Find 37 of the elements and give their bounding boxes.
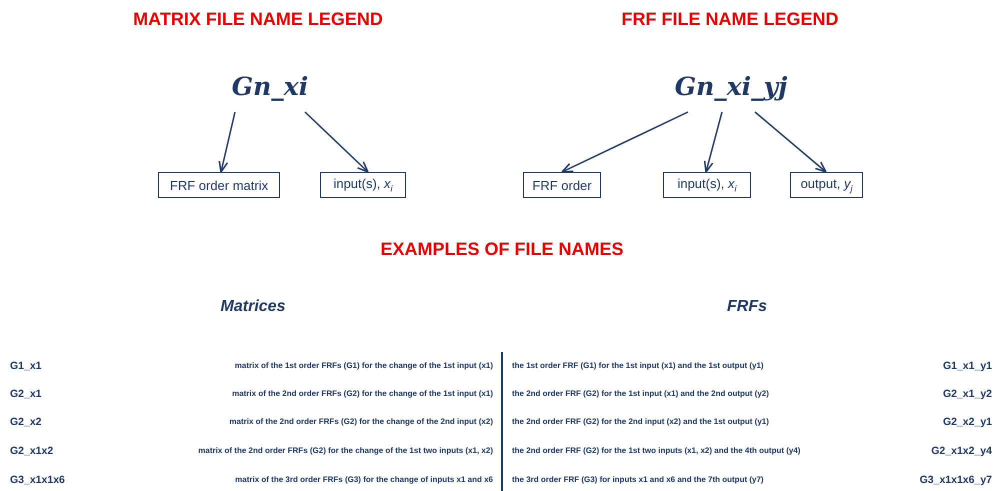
arrow	[304, 111, 369, 173]
arrow	[704, 112, 723, 173]
file-name-description: matrix of the 2nd order FRFs (G2) for the change of the 2nd input (x2)	[229, 417, 493, 426]
file-name-description: the 2nd order FRF (G2) for the 1st input (x1) and the 2nd output (y2)	[512, 389, 769, 398]
legend-part-box: output, y$_{j}$	[790, 172, 863, 198]
legend-part-box: input(s), x$_{i}$	[663, 172, 751, 198]
file-name: G2_x1	[10, 388, 42, 400]
column-heading: FRFs	[727, 298, 767, 316]
file-name-description: matrix of the 1st order FRFs (G1) for the change of the 1st input (x1)	[234, 361, 493, 370]
file-name: G2_x2_y1	[942, 416, 992, 428]
arrow	[561, 111, 688, 173]
legend-part-box: FRF order matrix	[158, 172, 280, 198]
column-heading: Matrices	[220, 298, 286, 316]
file-name-description: matrix of the 3rd order FRFs (G3) for the change of inputs x1 and x6	[235, 475, 493, 484]
file-name-description: the 2nd order FRF (G2) for the 2nd input (x2) and the 1st output (y1)	[512, 417, 769, 426]
legend-part-box: FRF order	[523, 172, 601, 198]
file-name: G2_x1x2	[10, 445, 54, 457]
file-name-description: the 1st order FRF (G1) for the 1st input (x1) and the 1st output (y1)	[512, 361, 764, 370]
file-name: G3_x1x1x6_y7	[920, 474, 992, 486]
section-heading: MATRIX FILE NAME LEGEND	[133, 9, 383, 30]
arrow	[754, 111, 827, 173]
file-name-description: matrix of the 2nd order FRFs (G2) for the change of the 1st two inputs (x1, x2)	[198, 446, 493, 455]
file-name: G1_x1_y1	[942, 360, 992, 372]
file-name: G2_x1x2_y4	[931, 445, 992, 457]
section-heading: EXAMPLES OF FILE NAMES	[380, 239, 624, 260]
file-name-pattern: Gn_xi	[215, 72, 325, 102]
file-name-description: the 3rd order FRF (G3) for inputs x1 and x6 and the 7th output (y7)	[512, 475, 764, 484]
section-heading: FRF FILE NAME LEGEND	[622, 9, 838, 30]
arrow	[218, 112, 236, 173]
file-name: G3_x1x1x6	[10, 474, 65, 486]
file-name-pattern: Gn_xi_yj	[660, 72, 802, 102]
file-name: G2_x2	[10, 416, 42, 428]
file-name: G1_x1	[10, 360, 42, 372]
legend-part-box: input(s), x$_{i}$	[320, 172, 406, 198]
file-name-description: the 2nd order FRF (G2) for the 1st two inputs (x1, x2) and the 4th output (y4)	[512, 446, 800, 455]
file-name: G2_x1_y2	[942, 388, 992, 400]
file-name-description: matrix of the 2nd order FRFs (G2) for the change of the 1st input (x1)	[232, 389, 493, 398]
